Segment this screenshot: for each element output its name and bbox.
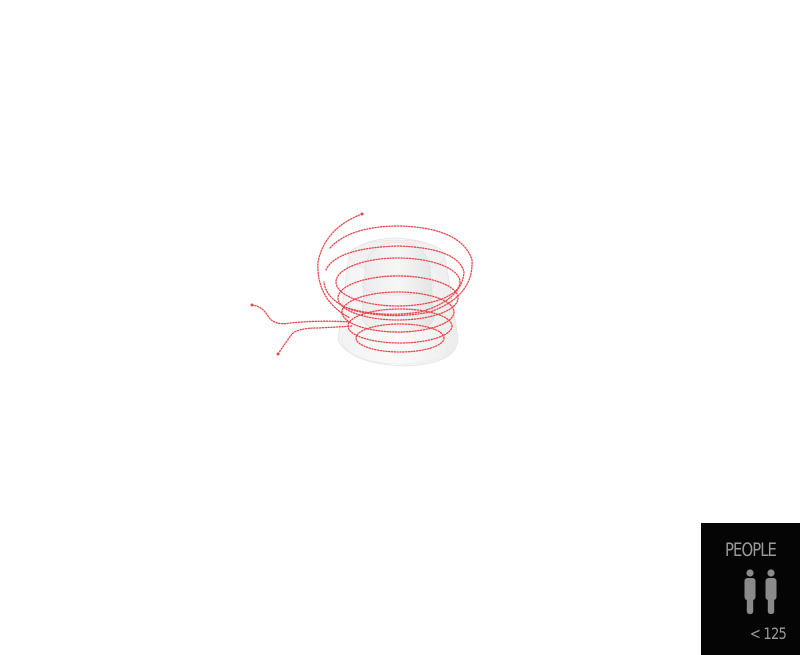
path-ring-7 <box>355 323 445 353</box>
path-ring-2 <box>325 245 465 315</box>
path-endpoint-bottom <box>276 352 280 356</box>
legend-title: PEOPLE <box>725 539 777 561</box>
path-exit-upper <box>251 304 351 325</box>
path-endpoint-top <box>360 212 364 216</box>
path-ring-1 <box>323 225 473 317</box>
path-endpoint-left <box>250 303 254 307</box>
two-people-icon <box>744 569 777 614</box>
building <box>337 237 459 367</box>
path-exit-lower <box>277 325 353 355</box>
building-inner-band <box>361 274 435 296</box>
people-legend: PEOPLE < 125 <box>701 523 800 655</box>
path-endpoints <box>250 212 364 356</box>
legend-value: < 125 <box>749 624 787 643</box>
circulation-path <box>251 213 473 355</box>
building-base <box>341 315 459 365</box>
path-spiral-start <box>317 213 363 319</box>
path-ring-3 <box>335 257 461 307</box>
path-ring-5 <box>341 291 455 333</box>
path-ring-4 <box>337 275 459 321</box>
